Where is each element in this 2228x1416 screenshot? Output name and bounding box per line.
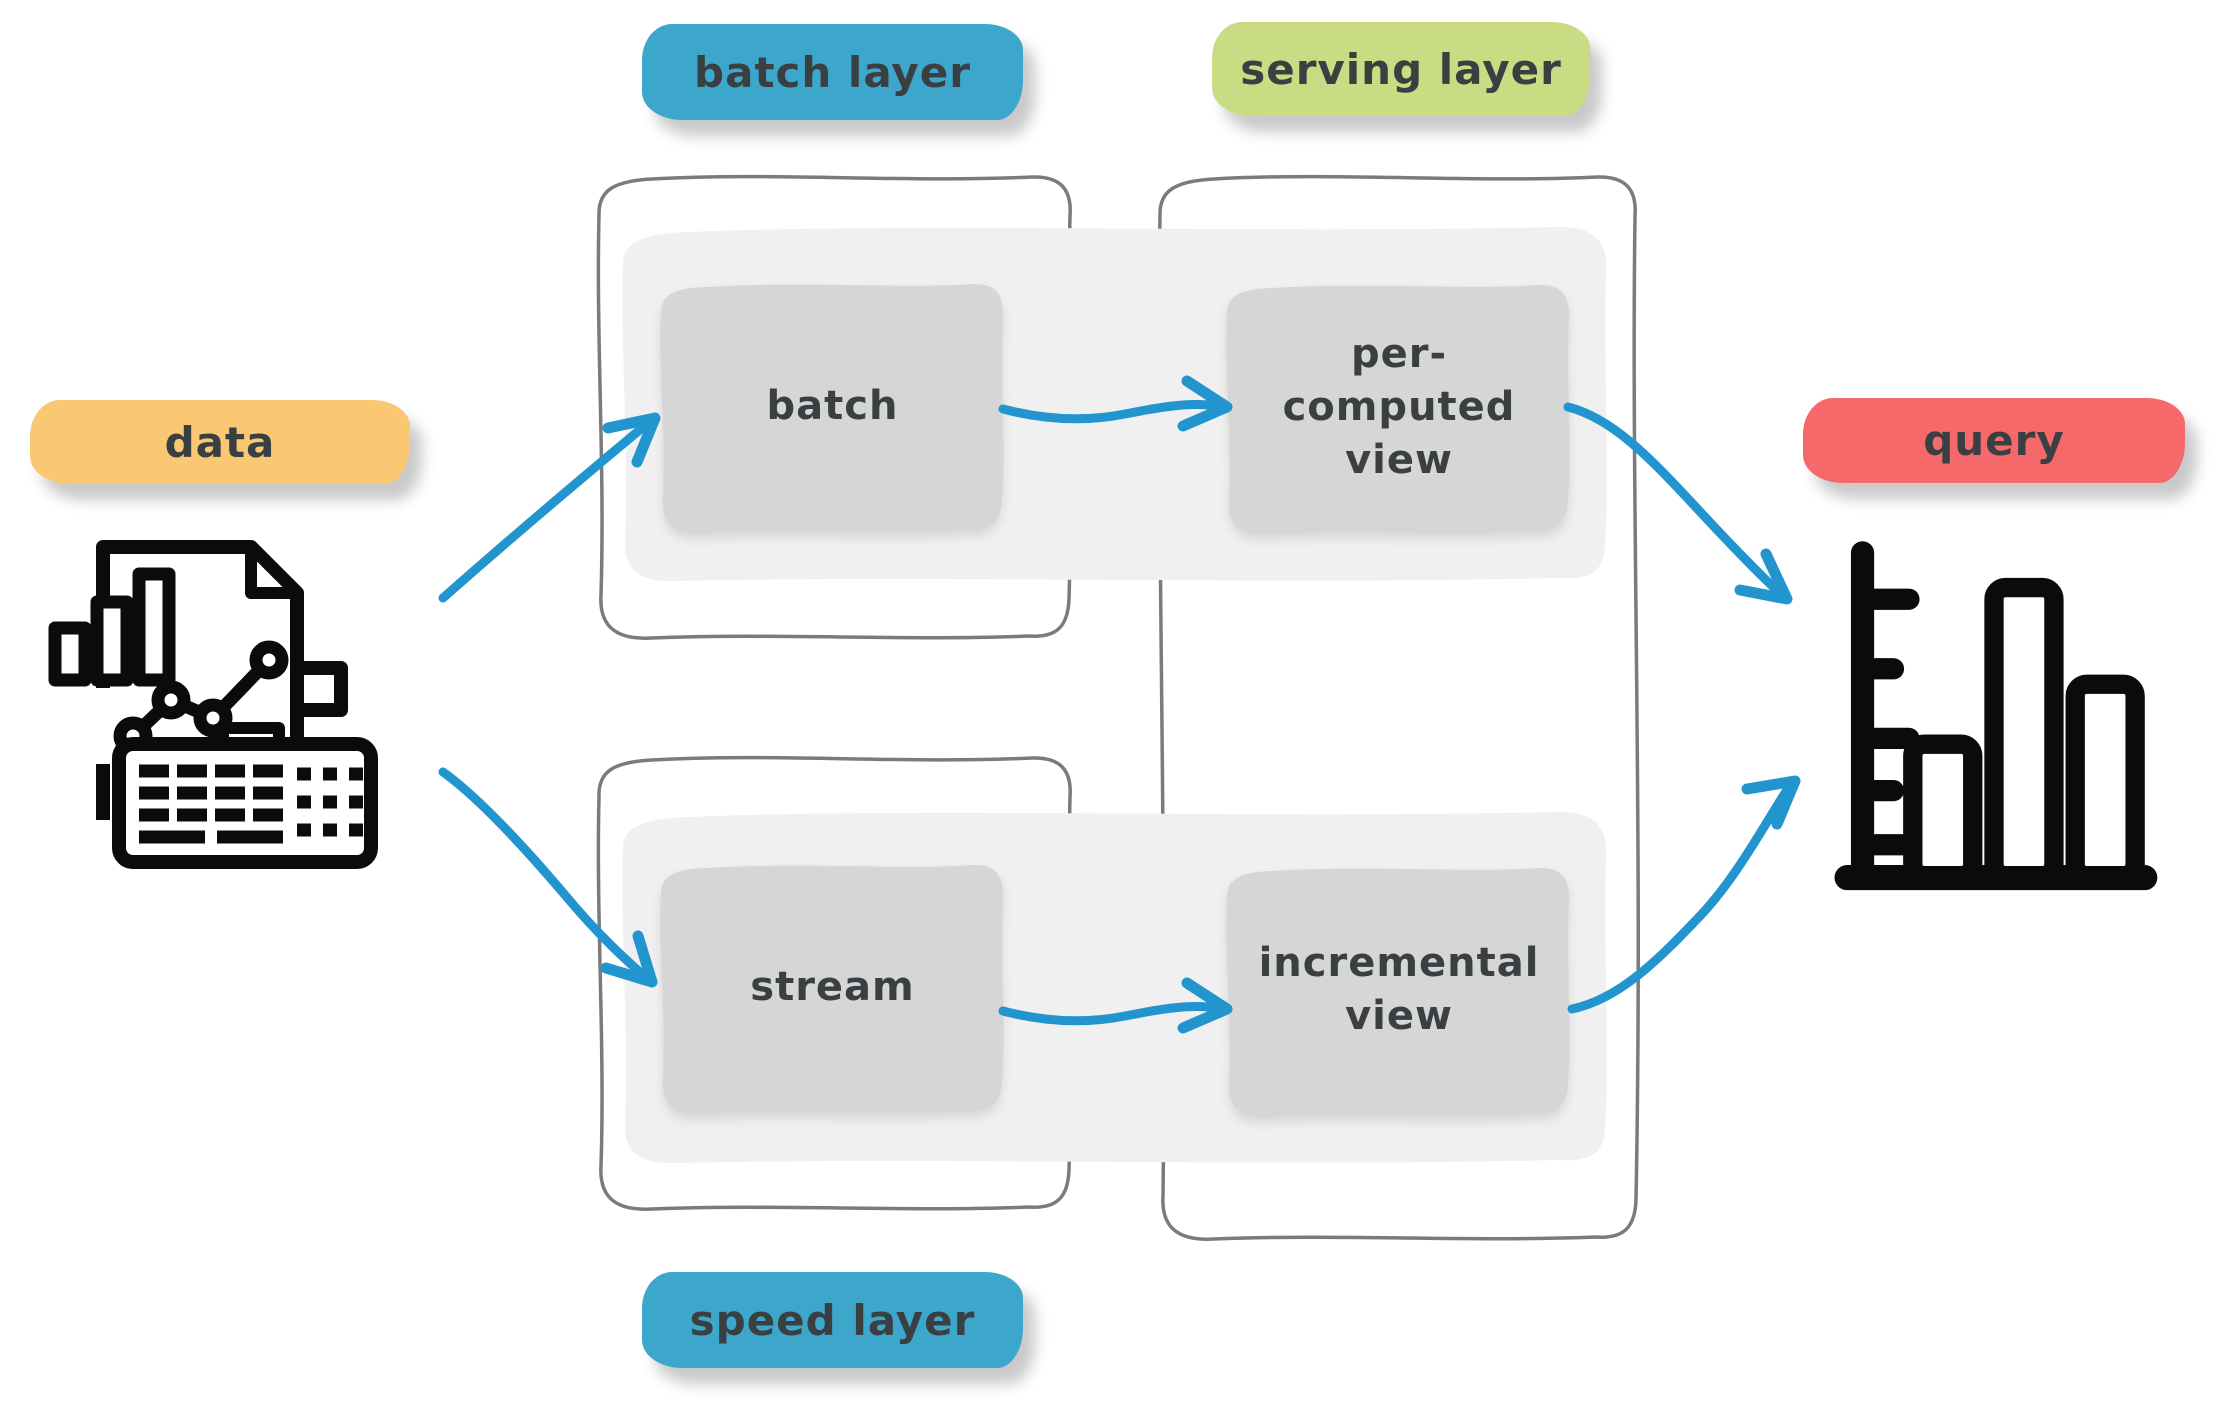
incremental-view-node-label: incremental view: [1228, 866, 1570, 1114]
arrow-batch-to-per-computed-view: [998, 375, 1233, 432]
batch-layer-container: [596, 174, 1073, 640]
arrow-data-to-stream: [438, 767, 658, 988]
batch-layer-badge: batch layer: [642, 24, 1023, 120]
batch-node-text: batch: [766, 382, 899, 429]
document-side-tab: [297, 661, 348, 717]
incremental-view-node-text: incremental view: [1258, 940, 1540, 1039]
speed-layer-badge-label: speed layer: [689, 1295, 976, 1345]
keyboard-keys: [139, 764, 363, 844]
arrow-stream-to-incremental-view: [998, 977, 1233, 1034]
arrow-per-computed-view-to-query: [1563, 402, 1793, 605]
incremental-view-node-box: [1226, 867, 1570, 1118]
data-badge-label: data: [164, 417, 276, 467]
bar-chart-glyph: [48, 567, 176, 687]
batch-node-box: [660, 283, 1004, 534]
line-chart-glyph: [113, 640, 289, 756]
per-computed-view-node-box: [1226, 284, 1570, 535]
arrow-data-to-batch: [438, 412, 661, 603]
query-badge-label: query: [1923, 416, 2065, 465]
data-badge: data: [30, 400, 410, 484]
serving-layer-badge: serving layer: [1212, 22, 1590, 116]
per-computed-view-node-label: per-computed view: [1228, 283, 1570, 532]
batch-layer-badge-label: batch layer: [694, 47, 971, 97]
document-fold: [245, 541, 303, 599]
per-computed-view-node-text: per-computed view: [1282, 331, 1516, 483]
chart-bars: [1903, 577, 2145, 886]
batch-node-label: batch: [662, 282, 1003, 530]
speed-layer-badge: speed layer: [642, 1272, 1023, 1368]
stream-node-box: [660, 864, 1004, 1115]
serving-layer-badge-label: serving layer: [1240, 44, 1562, 94]
stream-node-text: stream: [750, 963, 915, 1010]
arrow-incremental-view-to-query: [1567, 775, 1801, 1014]
data-document-chart-keyboard-icon: [40, 528, 402, 892]
stream-node-label: stream: [662, 863, 1003, 1111]
serving-layer-container: [1157, 174, 1640, 1241]
speed-layer-container: [596, 755, 1073, 1211]
query-bar-chart-icon: [1820, 535, 2168, 907]
query-badge: query: [1803, 398, 2185, 483]
